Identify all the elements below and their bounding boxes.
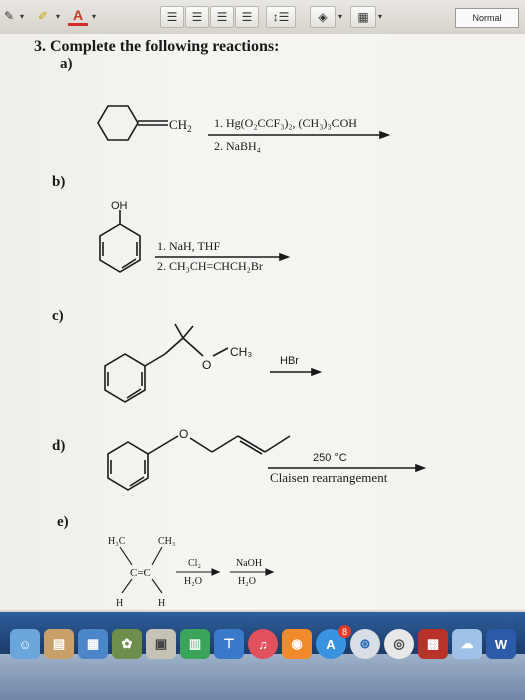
part-e-label: e) xyxy=(57,514,69,530)
part-d-reagent-2: Claisen rearrangement xyxy=(270,470,388,485)
part-d-arrowhead xyxy=(415,463,427,473)
part-e-ch3: CH₃ xyxy=(158,536,175,547)
part-b-reagent-1: 1. NaH, THF xyxy=(157,239,220,253)
cloud-icon[interactable]: ☁ xyxy=(452,629,482,659)
part-e-arrowhead-1 xyxy=(211,568,221,576)
dock-shelf xyxy=(0,654,525,700)
style-gallery-normal[interactable]: Normal xyxy=(455,8,519,28)
align-left-icon[interactable]: ☰ xyxy=(160,6,184,28)
document-page: 3. Complete the following reactions: a) … xyxy=(0,34,525,610)
part-e-h3c: H₃C xyxy=(108,536,126,547)
finder-icon[interactable]: ☺ xyxy=(10,629,40,659)
reaction-drawings: CH2 1. Hg(O₂CCF₃)₂, (CH₃)₃COH 2. NaBH₄ O… xyxy=(97,105,427,609)
benzene-ring-c xyxy=(104,353,146,403)
photos-icon[interactable]: ✿ xyxy=(112,629,142,659)
marker-icon[interactable]: ✐ xyxy=(37,9,49,23)
part-a-reagent-1: 1. Hg(O₂CCF₃)₂, (CH₃)₃COH xyxy=(214,116,357,130)
part-b-reagent-2: 2. CH₃CH=CHCH₂Br xyxy=(157,259,263,273)
safari-icon[interactable]: ⊛ xyxy=(350,629,380,659)
part-d-reaction xyxy=(107,435,427,491)
borders-dropdown-icon[interactable]: ▾ xyxy=(377,11,382,21)
preview-icon[interactable]: ▣ xyxy=(146,629,176,659)
part-c-arrowhead xyxy=(311,367,323,377)
align-right-icon[interactable]: ☰ xyxy=(210,6,234,28)
formatting-toolbar: ✎ ▾ ✐ ▾ A ▾ ☰ ☰ ☰ ☰ ↕☰ ◈ ▾ ▦ ▾ Normal xyxy=(0,0,525,35)
part-c-reagent: HBr xyxy=(280,355,299,367)
part-e-cc: C=C xyxy=(130,567,151,579)
part-a-substituent: CH2 xyxy=(169,117,192,134)
part-e-h-left: H xyxy=(116,598,123,609)
part-e-reagent-2b: H₂O xyxy=(238,576,256,587)
benzene-ring-d xyxy=(107,441,149,491)
part-e-h-right: H xyxy=(158,598,165,609)
highlight-dropdown-icon[interactable]: ▾ xyxy=(19,11,24,21)
update-badge: 8 xyxy=(338,625,351,638)
shading-dropdown-icon[interactable]: ▾ xyxy=(337,11,342,21)
justify-icon[interactable]: ☰ xyxy=(235,6,259,28)
part-e-reagent-1b: H₂O xyxy=(184,576,202,587)
font-color-dropdown-icon[interactable]: ▾ xyxy=(91,11,96,21)
contacts-icon[interactable]: ▤ xyxy=(44,629,74,659)
font-color-button[interactable]: A xyxy=(68,6,88,26)
part-c-ch3: CH₃ xyxy=(230,345,252,359)
marker-dropdown-icon[interactable]: ▾ xyxy=(55,11,60,21)
part-b-label: b) xyxy=(52,174,66,190)
part-b-oh: OH xyxy=(111,200,128,212)
part-a-arrowhead xyxy=(379,130,391,140)
word-icon[interactable]: W xyxy=(486,629,516,659)
calendar-icon[interactable]: ▦ xyxy=(78,629,108,659)
photo-booth-icon[interactable]: ▩ xyxy=(418,629,448,659)
question-title: 3. Complete the following reactions: xyxy=(34,38,280,55)
part-b-arrowhead xyxy=(279,252,291,262)
part-d-oxygen: O xyxy=(179,427,188,441)
chrome-icon[interactable]: ◎ xyxy=(384,629,414,659)
part-a-label: a) xyxy=(60,56,73,72)
part-a-reagent-2: 2. NaBH₄ xyxy=(214,139,261,153)
part-c-label: c) xyxy=(52,308,64,324)
part-d-reagent-1: 250 °C xyxy=(313,452,347,464)
part-c-oxygen: O xyxy=(202,358,211,372)
benzene-ring-b xyxy=(99,223,141,273)
part-b-reaction xyxy=(99,210,291,273)
part-c-reaction xyxy=(104,323,323,403)
cyclohexane-ring xyxy=(97,105,139,141)
align-center-icon[interactable]: ☰ xyxy=(185,6,209,28)
books-icon[interactable]: ◉ xyxy=(282,629,312,659)
music-icon[interactable]: ♫ xyxy=(248,629,278,659)
part-d-label: d) xyxy=(52,438,66,454)
numbers-icon[interactable]: ▥ xyxy=(180,629,210,659)
line-spacing-icon[interactable]: ↕☰ xyxy=(266,6,296,28)
part-a-reaction xyxy=(97,105,391,141)
highlight-icon[interactable]: ✎ xyxy=(3,9,15,23)
borders-icon[interactable]: ▦ xyxy=(350,6,376,28)
keynote-icon[interactable]: ⊤ xyxy=(214,629,244,659)
part-e-reaction xyxy=(119,546,275,594)
shading-icon[interactable]: ◈ xyxy=(310,6,336,28)
part-e-reagent-2a: NaOH xyxy=(236,558,262,569)
part-e-arrowhead-2 xyxy=(265,568,275,576)
part-e-reagent-1a: Cl₂ xyxy=(188,558,201,569)
